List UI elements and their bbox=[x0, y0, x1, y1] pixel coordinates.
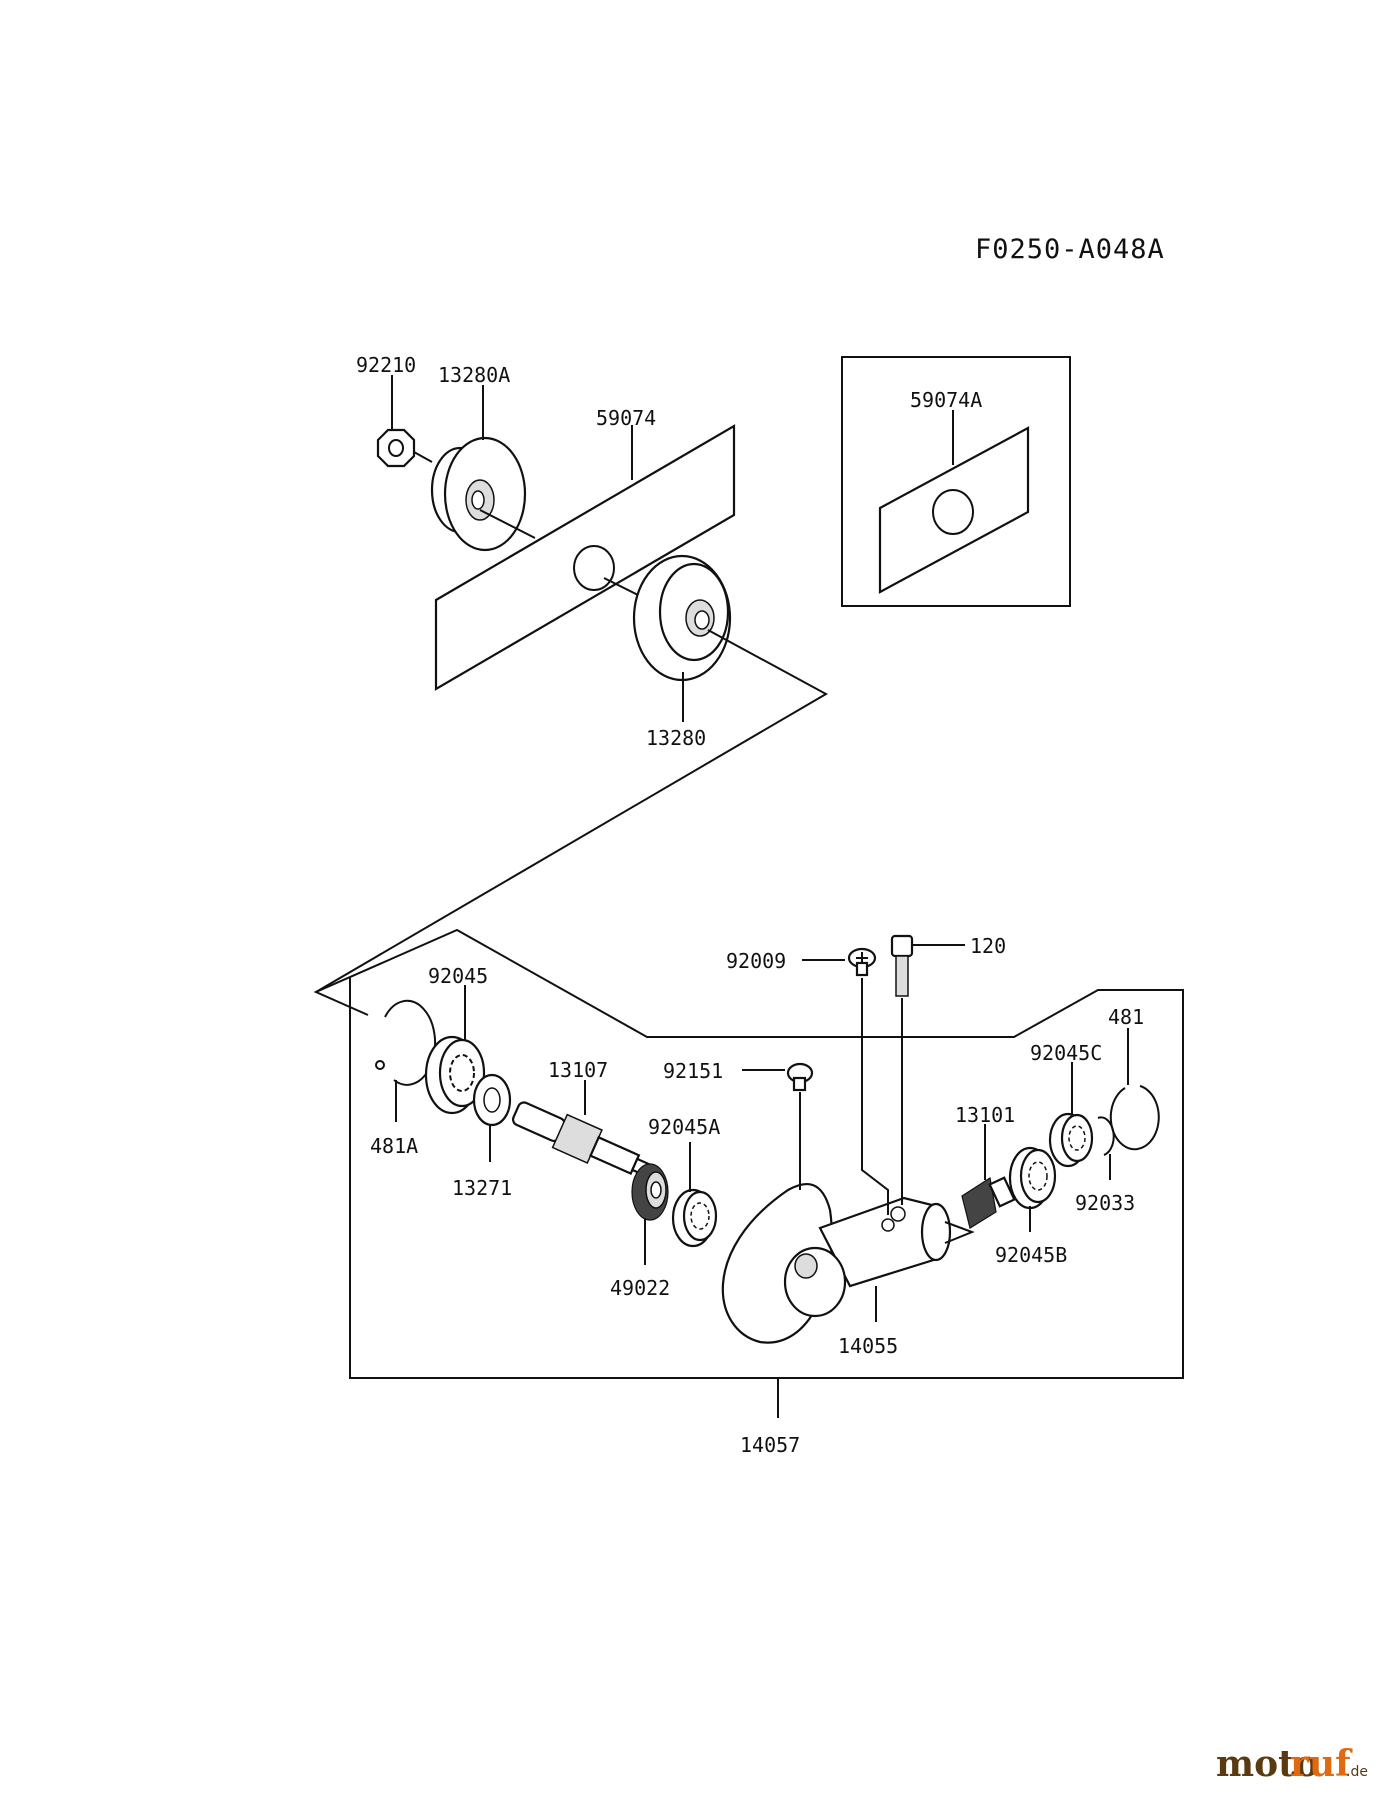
label-13280A: 13280A bbox=[438, 363, 510, 387]
washer-13271-part bbox=[472, 1073, 512, 1127]
label-14055: 14055 bbox=[838, 1334, 898, 1358]
bearing-92045A-part bbox=[671, 1188, 718, 1248]
label-120: 120 bbox=[970, 934, 1006, 958]
alt-blade-box bbox=[841, 356, 1071, 607]
screw-92151-part bbox=[786, 1062, 814, 1092]
circlip-481-part bbox=[1109, 1085, 1160, 1151]
shaft-13107-part bbox=[511, 1101, 657, 1180]
label-481: 481 bbox=[1108, 1005, 1144, 1029]
label-92045B: 92045B bbox=[995, 1243, 1067, 1267]
assembly-14057-outline bbox=[313, 928, 1184, 1379]
circlip-481A-part bbox=[384, 999, 437, 1086]
label-59074A: 59074A bbox=[910, 388, 982, 412]
label-92045A: 92045A bbox=[648, 1115, 720, 1139]
alt-blade-59074A-part bbox=[878, 426, 1030, 594]
label-92009: 92009 bbox=[726, 949, 786, 973]
label-49022: 49022 bbox=[610, 1276, 670, 1300]
bearing-92045C-part bbox=[1048, 1112, 1094, 1168]
diagram-code: F0250-A048A bbox=[975, 234, 1165, 265]
screw-92009-part bbox=[847, 947, 877, 977]
lower-holder-13280-part bbox=[632, 554, 732, 682]
gear-case-14055-part bbox=[721, 1182, 952, 1344]
label-92210: 92210 bbox=[356, 353, 416, 377]
label-13107: 13107 bbox=[548, 1058, 608, 1082]
pinion-13101-part bbox=[961, 1176, 1016, 1229]
motoruf-watermark-logo: moto ruf .de bbox=[1216, 1743, 1368, 1785]
svg-text:moto: moto bbox=[1216, 1743, 1319, 1785]
label-92033: 92033 bbox=[1075, 1191, 1135, 1215]
bolt-120-part bbox=[890, 934, 914, 997]
label-92151: 92151 bbox=[663, 1059, 723, 1083]
bearing-92045B-part bbox=[1008, 1146, 1057, 1210]
label-14057: 14057 bbox=[740, 1433, 800, 1457]
label-13271: 13271 bbox=[452, 1176, 512, 1200]
label-59074: 59074 bbox=[596, 406, 656, 430]
label-92045: 92045 bbox=[428, 964, 488, 988]
gear-49022-part bbox=[631, 1163, 669, 1221]
svg-text:.de: .de bbox=[1346, 1764, 1368, 1780]
label-92045C: 92045C bbox=[1030, 1041, 1102, 1065]
label-13101: 13101 bbox=[955, 1103, 1015, 1127]
upper-holder-13280A-part bbox=[430, 436, 527, 552]
svg-text:ruf: ruf bbox=[1290, 1743, 1353, 1785]
label-481A: 481A bbox=[370, 1134, 418, 1158]
label-13280: 13280 bbox=[646, 726, 706, 750]
bearing-92045-part bbox=[424, 1035, 486, 1115]
nut-92210-part bbox=[376, 428, 416, 468]
